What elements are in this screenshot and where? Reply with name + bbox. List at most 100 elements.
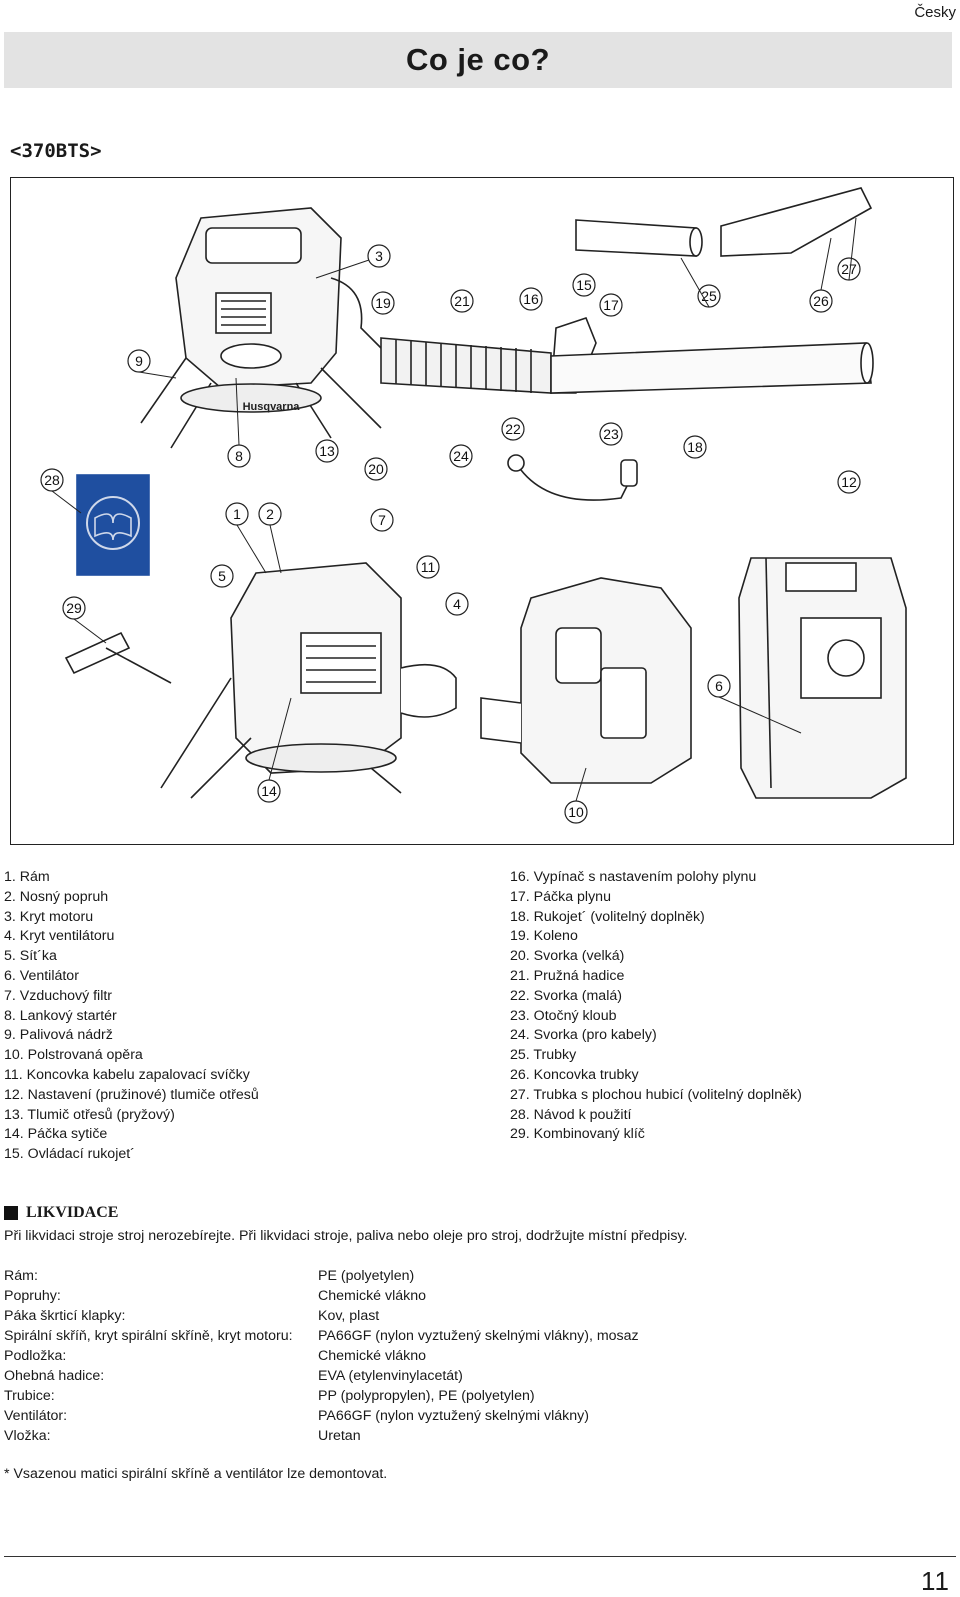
list-item: 17. Páčka plynu xyxy=(510,888,611,905)
callout-11: 11 xyxy=(421,559,436,575)
material-value: PA66GF (nylon vyztužený skelnými vlákny) xyxy=(318,1408,589,1424)
callout-1: 1 xyxy=(233,506,241,522)
callout-29: 29 xyxy=(66,600,82,616)
list-item: 28. Návod k použití xyxy=(510,1106,632,1123)
list-item: 26. Koncovka trubky xyxy=(510,1066,639,1083)
callout-25: 25 xyxy=(701,288,717,304)
material-value: PE (polyetylen) xyxy=(318,1268,415,1284)
callout-26: 26 xyxy=(813,293,829,309)
parts-diagram: 3 19 21 16 15 17 25 26 27 9 8 13 20 24 2… xyxy=(10,177,954,845)
material-part: Popruhy: xyxy=(4,1288,61,1304)
callout-23: 23 xyxy=(603,426,619,442)
list-item: 22. Svorka (malá) xyxy=(510,987,622,1004)
brand-logo: Husqvarna xyxy=(243,401,301,413)
footnote: * Vsazenou matici spirální skříně a vent… xyxy=(4,1466,388,1482)
list-item: 9. Palivová nádrž xyxy=(4,1027,113,1044)
material-part: Ventilátor: xyxy=(4,1408,68,1424)
table-row: Ventilátor: PA66GF (nylon vyztužený skeln… xyxy=(4,1406,639,1426)
callout-17: 17 xyxy=(603,297,619,313)
callout-7: 7 xyxy=(378,512,386,528)
list-item: 23. Otočný kloub xyxy=(510,1007,617,1024)
callout-12: 12 xyxy=(841,474,857,490)
material-part: Spirální skříň, kryt spirální skříně, kr… xyxy=(4,1328,293,1344)
table-row: Vložka: Uretan xyxy=(4,1426,639,1446)
callout-24: 24 xyxy=(453,448,469,464)
callout-22: 22 xyxy=(505,421,521,437)
callout-8: 8 xyxy=(235,448,243,464)
list-item: 27. Trubka s plochou hubicí (volitelný d… xyxy=(510,1086,802,1103)
list-item: 15. Ovládací rukojet´ xyxy=(4,1146,135,1163)
language-label: Česky xyxy=(914,4,956,21)
list-item: 14. Páčka sytiče xyxy=(4,1126,108,1143)
title-bar: Co je co? xyxy=(4,32,952,88)
footer-divider xyxy=(4,1556,956,1557)
material-part: Vložka: xyxy=(4,1428,51,1444)
material-value: Chemické vlákno xyxy=(318,1288,427,1304)
callout-10: 10 xyxy=(568,804,584,820)
callout-3: 3 xyxy=(375,248,383,264)
list-item: 19. Koleno xyxy=(510,928,578,945)
disposal-heading: LIKVIDACE xyxy=(4,1204,118,1222)
material-value: PA66GF (nylon vyztužený skelnými vlákny)… xyxy=(318,1328,639,1344)
list-item: 16. Vypínač s nastavením polohy plynu xyxy=(510,869,757,885)
model-heading: <370BTS> xyxy=(10,140,102,162)
callout-5: 5 xyxy=(218,568,226,584)
callout-20: 20 xyxy=(368,461,384,477)
disposal-text: Při likvidaci stroje stroj nerozebírejte… xyxy=(4,1228,688,1244)
material-value: Chemické vlákno xyxy=(318,1348,427,1364)
material-part: Podložka: xyxy=(4,1348,67,1364)
list-item: 3. Kryt motoru xyxy=(4,908,94,925)
list-item: 29. Kombinovaný klíč xyxy=(510,1126,645,1143)
table-row: Páka škrticí klapky: Kov, plast xyxy=(4,1306,639,1326)
table-row: Podložka: Chemické vlákno xyxy=(4,1346,639,1366)
material-part: Rám: xyxy=(4,1268,38,1284)
material-value: Uretan xyxy=(318,1428,361,1444)
callout-2: 2 xyxy=(266,506,274,522)
list-item: 11. Koncovka kabelu zapalovací svíčky xyxy=(4,1066,250,1083)
page-title: Co je co? xyxy=(405,42,550,77)
callout-27: 27 xyxy=(841,261,857,277)
list-item: 10. Polstrovaná opěra xyxy=(4,1047,143,1064)
list-item: 5. Sít´ka xyxy=(4,948,57,965)
material-part: Ohebná hadice: xyxy=(4,1368,105,1384)
list-item: 7. Vzduchový filtr xyxy=(4,987,113,1004)
callout-15: 15 xyxy=(576,277,592,293)
list-item: 13. Tlumič otřesů (pryžový) xyxy=(4,1106,175,1123)
list-item: 12. Nastavení (pružinové) tlumiče otřesů xyxy=(4,1086,259,1103)
list-item: 18. Rukojet´ (volitelný doplněk) xyxy=(510,908,705,925)
material-part: Trubice: xyxy=(4,1388,55,1404)
list-item: 20. Svorka (velká) xyxy=(510,948,625,965)
disposal-heading-text: LIKVIDACE xyxy=(26,1204,119,1221)
table-row: Spirální skříň, kryt spirální skříně, kr… xyxy=(4,1326,639,1346)
table-row: Ohebná hadice: EVA (etylenvinylacetát) xyxy=(4,1366,639,1386)
callout-28: 28 xyxy=(44,472,60,488)
list-item: 21. Pružná hadice xyxy=(510,967,625,984)
callout-9: 9 xyxy=(135,353,143,369)
callout-21: 21 xyxy=(454,293,470,309)
table-row: Trubice: PP (polypropylen), PE (polyetyle… xyxy=(4,1386,639,1406)
callout-18: 18 xyxy=(687,439,703,455)
callout-16: 16 xyxy=(523,291,539,307)
list-item: 6. Ventilátor xyxy=(4,967,79,984)
table-row: Popruhy: Chemické vlákno xyxy=(4,1286,639,1306)
list-item: 25. Trubky xyxy=(510,1047,577,1064)
list-item: 24. Svorka (pro kabely) xyxy=(510,1027,657,1044)
list-item: 8. Lankový startér xyxy=(4,1007,117,1024)
parts-list-right: 16. Vypínač s nastavením polohy plynu 17… xyxy=(510,868,802,1145)
list-item: 1. Rám xyxy=(4,869,50,885)
material-value: Kov, plast xyxy=(318,1308,380,1324)
table-row: Rám: PE (polyetylen) xyxy=(4,1266,639,1286)
material-part: Páka škrticí klapky: xyxy=(4,1308,126,1324)
parts-list-left: 1. Rám 2. Nosný popruh 3. Kryt motoru 4.… xyxy=(4,868,259,1165)
page-number: 11 xyxy=(921,1566,950,1596)
list-item: 2. Nosný popruh xyxy=(4,888,109,905)
callout-13: 13 xyxy=(319,443,335,459)
list-item: 4. Kryt ventilátoru xyxy=(4,928,115,945)
callout-19: 19 xyxy=(375,295,391,311)
callout-6: 6 xyxy=(715,678,723,694)
material-value: EVA (etylenvinylacetát) xyxy=(318,1368,463,1384)
callout-4: 4 xyxy=(453,596,461,612)
callout-14: 14 xyxy=(261,783,277,799)
materials-table: Rám: PE (polyetylen) Popruhy: Chemické vlá… xyxy=(4,1266,639,1446)
material-value: PP (polypropylen), PE (polyetylen) xyxy=(318,1388,535,1404)
